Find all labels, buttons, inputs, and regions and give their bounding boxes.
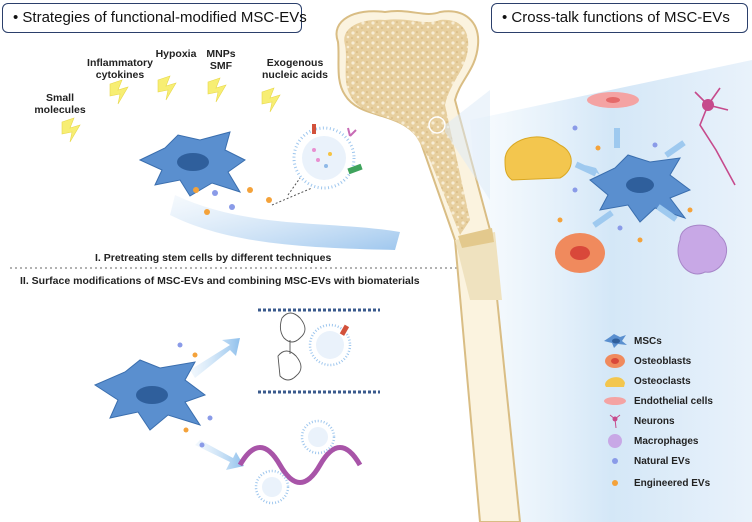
stimulus-small-molecules: Small molecules: [30, 92, 90, 116]
arrow-to-biomaterial: [195, 440, 244, 470]
right-panel-title: • Cross-talk functions of MSC-EVs: [491, 3, 748, 33]
bolt-icon: [157, 75, 177, 101]
legend-label: Macrophages: [634, 435, 699, 447]
stimulus-label: MNPs: [206, 48, 236, 60]
endothelial-icon: [602, 393, 628, 409]
surface-modification: [258, 308, 380, 394]
stimulus-label: SMF: [209, 60, 233, 72]
cross-talk-network: [504, 87, 736, 275]
left-panel-title-text: Strategies of functional-modified MSC-EV…: [22, 9, 307, 26]
stimulus-label: Exogenous: [266, 57, 324, 69]
msc-cell-top: [138, 131, 246, 197]
right-panel-title-text: Cross-talk functions of MSC-EVs: [511, 9, 730, 26]
osteoclast-icon: [602, 373, 628, 389]
legend-item-osteoblasts: Osteoblasts: [602, 353, 691, 369]
macrophage-icon: [602, 433, 628, 449]
biomaterial-hydrogel: [237, 419, 363, 505]
stimulus-label: molecules: [34, 104, 86, 116]
legend-label: MSCs: [634, 335, 662, 347]
legend-item-mscs: MSCs: [602, 333, 662, 349]
engineered-ev-icon: [602, 475, 628, 491]
secretion-beam: [170, 195, 400, 250]
neuron-icon: [602, 413, 628, 429]
legend-label: Osteoblasts: [634, 355, 692, 367]
section-pretreating-label: I. Pretreating stem cells by different t…: [95, 252, 332, 264]
neuron-cell: [694, 87, 736, 186]
bolt-icon: [261, 87, 281, 113]
stimulus-exogenous-nucleic-acids: Exogenous nucleic acids: [250, 57, 340, 81]
zoom-line: [271, 187, 313, 206]
left-panel-title: • Strategies of functional-modified MSC-…: [2, 3, 307, 33]
legend-item-osteoclasts: Osteoclasts: [602, 373, 691, 389]
bolt-icon: [109, 79, 129, 105]
stimulus-inflammatory-cytokines: Inflammatory cytokines: [74, 57, 166, 81]
legend-item-natural-evs: Natural EVs: [602, 453, 690, 469]
osteoclast-cell: [504, 136, 572, 181]
ev-dots-left: [177, 187, 272, 448]
legend-item-neurons: Neurons: [602, 413, 675, 429]
macrophage-cell: [677, 224, 728, 275]
msc-cell-bottom: [93, 359, 207, 431]
stimulus-label: Inflammatory: [87, 57, 153, 69]
osteoblast-icon: [602, 353, 628, 369]
stimulus-label: cytokines: [95, 69, 145, 81]
legend-label: Neurons: [634, 415, 675, 427]
zoom-line: [287, 177, 301, 196]
bolt-icon: [207, 77, 227, 103]
legend-item-engineered-evs: Engineered EVs: [602, 475, 710, 491]
cross-talk-arrows: [574, 128, 686, 228]
stimulus-label: Hypoxia: [155, 48, 197, 60]
legend-label: Engineered EVs: [634, 477, 711, 489]
legend-item-endothelial: Endothelial cells: [602, 393, 713, 409]
legend-label: Endothelial cells: [634, 395, 713, 407]
legend-item-macrophages: Macrophages: [602, 433, 698, 449]
stimulus-label: nucleic acids: [262, 69, 328, 81]
stimulus-label: Small: [45, 92, 74, 104]
bone-illustration: [335, 10, 522, 522]
arrow-to-modification: [190, 338, 240, 378]
natural-ev-icon: [602, 453, 628, 469]
section-surface-modification-label: II. Surface modifications of MSC-EVs and…: [20, 275, 420, 287]
msc-icon: [602, 333, 628, 349]
legend-label: Natural EVs: [634, 455, 691, 467]
stimulus-hypoxia: Hypoxia: [146, 48, 206, 60]
stimulus-mnps-smf: MNPs SMF: [196, 48, 246, 72]
ev-zoom-top: [292, 124, 363, 190]
legend-label: Osteoclasts: [634, 375, 691, 387]
bolt-icon: [61, 117, 81, 143]
stimulus-bolts: [61, 75, 281, 143]
